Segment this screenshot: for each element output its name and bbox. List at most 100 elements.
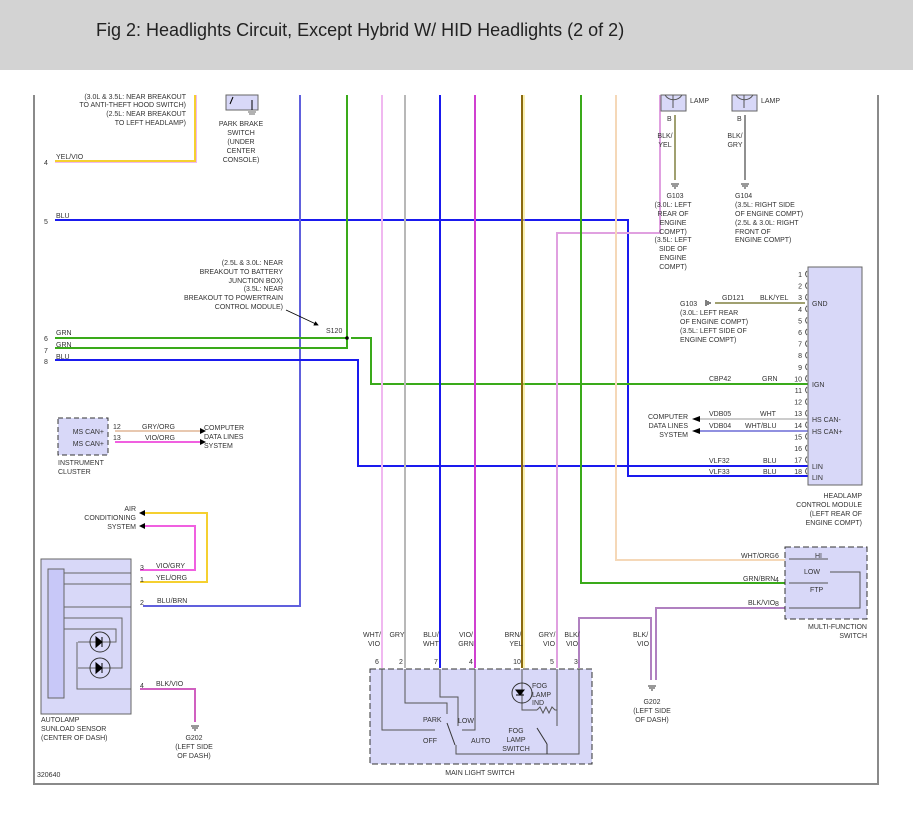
diagram-frame [33,95,879,785]
hcm-pin-connector [805,351,808,359]
svg-text:VIO: VIO [637,641,650,648]
hcm-pin-16: 16 [794,446,802,453]
svg-text:LAMP: LAMP [690,98,709,105]
lamp-right: LAMP B BLK/ GRY G104 (3.5L: RIGHT SIDE O… [727,94,803,244]
svg-text:CONDITIONING: CONDITIONING [84,515,136,522]
svg-text:8: 8 [775,601,779,608]
svg-text:6: 6 [375,659,379,666]
splice-dot [345,336,349,340]
svg-text:BLK/VIO: BLK/VIO [748,600,776,607]
wire-blu-brn [143,95,301,607]
hcm-ground-g103: G103 (3.0L: LEFT REAR OF ENGINE COMPT) (… [680,295,789,344]
svg-text:REAR OF: REAR OF [657,211,688,218]
svg-text:BLU: BLU [763,469,777,476]
hcm-pin-connector [805,375,808,382]
hcm-pin-7: 7 [798,342,802,349]
hcm-pin-connector [805,456,808,463]
svg-text:LAMP: LAMP [532,692,551,699]
svg-text:(3.0L & 3.5L: NEAR BREAKOUT: (3.0L & 3.5L: NEAR BREAKOUT [84,94,186,101]
g202-ground-left: G202 (LEFT SIDE OF DASH) [175,725,213,760]
wire-yel-org [140,512,208,583]
svg-text:AUTOLAMP: AUTOLAMP [41,717,80,724]
svg-text:IND: IND [532,700,544,707]
svg-text:OF ENGINE COMPT): OF ENGINE COMPT) [680,319,748,326]
hcm-pin-connector [805,305,808,313]
svg-text:GRN: GRN [458,641,474,648]
svg-text:MS CAN+: MS CAN+ [73,441,104,448]
svg-text:YEL: YEL [509,641,522,648]
hcm-pin-connector [805,444,808,452]
svg-text:YEL/ORG: YEL/ORG [156,575,187,582]
svg-text:7: 7 [44,348,48,355]
svg-text:FTP: FTP [810,587,824,594]
svg-text:IGN: IGN [812,382,824,389]
hcm-pin-3: 3 [798,295,802,302]
svg-text:7: 7 [434,659,438,666]
hcm-pin-5: 5 [798,318,802,325]
svg-text:ENGINE COMPT): ENGINE COMPT) [735,237,791,244]
svg-text:HS CAN-: HS CAN- [812,417,841,424]
svg-text:TO LEFT HEADLAMP): TO LEFT HEADLAMP) [115,120,186,127]
svg-text:VIO: VIO [368,641,381,648]
svg-text:HEADLAMP: HEADLAMP [823,493,862,500]
svg-text:4: 4 [775,577,779,584]
svg-text:PARK BRAKE: PARK BRAKE [219,121,264,128]
svg-text:(LEFT SIDE: (LEFT SIDE [175,744,213,751]
svg-text:SYSTEM: SYSTEM [107,524,136,531]
svg-text:BLK/: BLK/ [657,133,672,140]
figure-header: Fig 2: Headlights Circuit, Except Hybrid… [0,0,913,70]
svg-text:B: B [667,116,672,123]
hcm-can-labels: COMPUTER DATA LINES SYSTEM VDB05 WHT VDB… [648,411,777,476]
svg-text:G202: G202 [643,699,660,706]
wire-blk-vio-3 [578,617,652,680]
svg-text:2: 2 [140,600,144,607]
svg-text:5: 5 [44,219,48,226]
lamp-left: LAMP B BLK/ YEL G103 (3.0L: LEFT REAR OF… [655,94,709,271]
ground-icon [671,183,679,189]
svg-text:CONSOLE): CONSOLE) [223,157,260,164]
svg-text:5: 5 [550,659,554,666]
svg-text:COMPUTER: COMPUTER [648,414,688,421]
svg-text:(2.5L: NEAR BREAKOUT: (2.5L: NEAR BREAKOUT [106,111,186,118]
svg-text:(2.5L & 3.0L: NEAR: (2.5L & 3.0L: NEAR [222,260,283,267]
svg-text:VIO/ORG: VIO/ORG [145,435,175,442]
svg-text:ENGINE: ENGINE [660,255,687,262]
svg-text:PARK: PARK [423,717,442,724]
svg-text:HS CAN+: HS CAN+ [812,429,843,436]
svg-text:CLUSTER: CLUSTER [58,469,91,476]
hcm-pin-1: 1 [798,272,802,279]
svg-text:OF ENGINE COMPT): OF ENGINE COMPT) [735,211,803,218]
svg-text:COMPT): COMPT) [659,264,687,271]
hcm-pin-connector [805,467,808,475]
svg-text:VIO/: VIO/ [459,632,473,639]
svg-text:GND: GND [812,301,828,308]
hcm-pin-connector [805,270,808,278]
svg-text:LOW: LOW [804,569,820,576]
svg-text:BLU: BLU [56,354,70,361]
svg-text:6: 6 [44,336,48,343]
svg-text:1: 1 [140,577,144,584]
hcm-pin-11: 11 [795,388,802,395]
svg-text:(3.0L: LEFT REAR: (3.0L: LEFT REAR [680,310,738,317]
svg-text:MAIN LIGHT SWITCH: MAIN LIGHT SWITCH [445,770,514,777]
wire-vio-gry [140,525,196,571]
hcm-pin-connector [805,409,808,417]
svg-text:DATA LINES: DATA LINES [649,423,689,430]
hcm-pin-10: 10 [794,376,802,383]
svg-text:(UNDER: (UNDER [227,139,254,146]
wire-blk-vio-8 [655,607,785,680]
instrument-cluster: MS CAN+ MS CAN+ 12 13 GRY/ORG VIO/ORG CO… [57,417,244,476]
svg-text:LIN: LIN [812,475,823,482]
park-brake-switch: PARK BRAKE SWITCH (UNDER CENTER CONSOLE) [219,94,264,164]
splice-pointer [285,309,319,326]
svg-text:6: 6 [775,553,779,560]
hcm-pin-14: 14 [794,423,802,430]
svg-text:G103: G103 [680,301,697,308]
hcm-pin-connector [805,340,808,347]
wire-grn-7 [55,338,348,349]
svg-text:GRN: GRN [762,376,778,383]
svg-text:3: 3 [574,659,578,666]
svg-text:BLU/: BLU/ [423,632,439,639]
hcm-pin-connector [805,317,808,324]
